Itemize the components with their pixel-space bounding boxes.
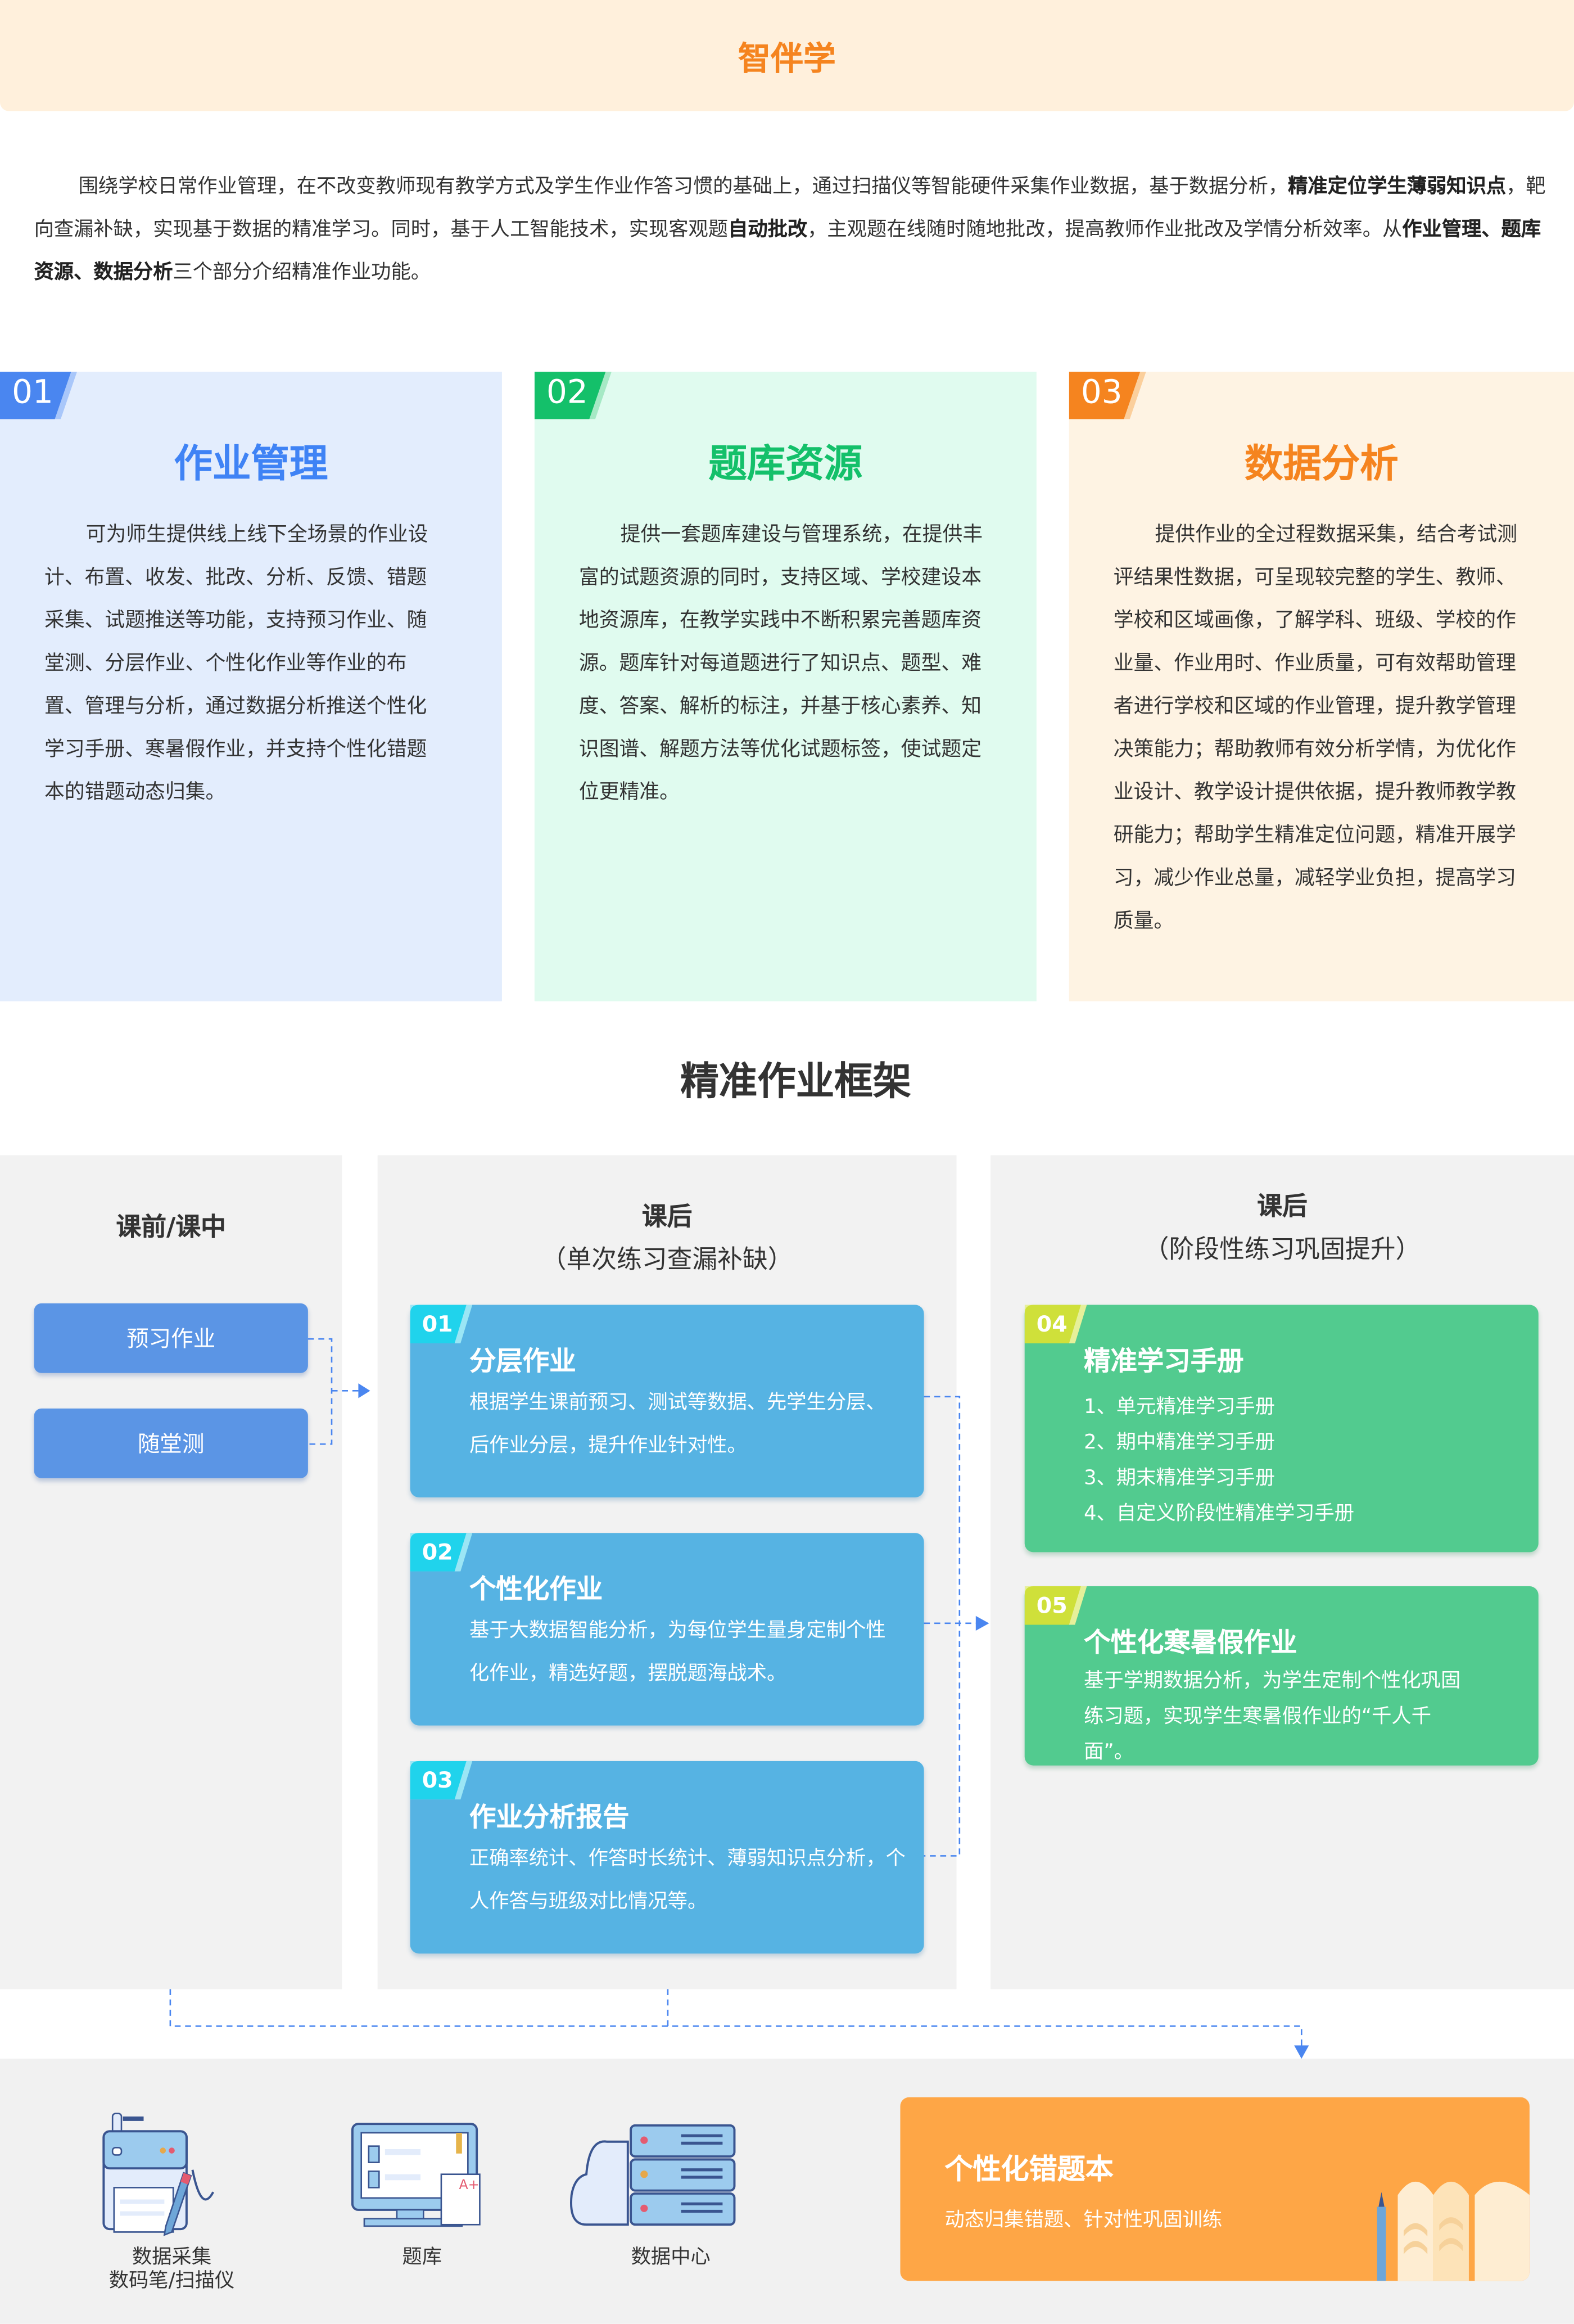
number-badge: 01 xyxy=(0,372,77,419)
badge-number: 01 xyxy=(422,1311,453,1338)
intro-highlight: 精准定位学生薄弱知识点 xyxy=(1288,176,1507,198)
icon-label: 数据采集 xyxy=(132,2246,212,2269)
card-title: 个性化错题本 xyxy=(944,2153,1114,2186)
card-title: 分层作业 xyxy=(469,1346,576,1378)
badge-number: 01 xyxy=(12,374,53,412)
card-body: 可为师生提供线上线下全场景的作业设计、布置、收发、批改、分析、反馈、错题采集、试… xyxy=(44,522,428,805)
handbook-item: 4、自定义阶段性精准学习手册 xyxy=(1084,1503,1355,1526)
icon-sublabel: 数码笔/扫描仪 xyxy=(108,2270,235,2293)
card-title: 个性化寒暑假作业 xyxy=(1084,1627,1297,1659)
feature-card-data-analysis: 03 数据分析 提供作业的全过程数据采集，结合考试测评结果性数据，可呈现较完整的… xyxy=(1069,372,1574,1001)
card-body: 基于学期数据分析，为学生定制个性化巩固练习题，实现学生寒暑假作业的“千人千面”。 xyxy=(1084,1671,1461,1765)
personalized-homework-card: 02 个性化作业 基于大数据智能分析，为每位学生量身定制个性化作业，精选好题，摆… xyxy=(410,1533,924,1726)
data-center-label: 数据中心 xyxy=(631,2246,711,2269)
badge-number: 03 xyxy=(1080,374,1123,412)
feature-card-homework: 01 作业管理 可为师生提供线上线下全场景的作业设计、布置、收发、批改、分析、反… xyxy=(0,372,502,1001)
intro-text: 三个部分介绍精准作业功能。 xyxy=(173,262,431,285)
homework-report-card: 03 作业分析报告 正确率统计、作答时长统计、薄弱知识点分析，个人作答与班级对比… xyxy=(410,1761,924,1954)
number-badge: 03 xyxy=(410,1761,473,1800)
question-bank-label: 题库 xyxy=(402,2246,442,2269)
layered-homework-card: 01 分层作业 根据学生课前预习、测试等数据、先学生分层、后作业分层，提升作业针… xyxy=(410,1305,924,1497)
page-header: 智伴学 xyxy=(0,0,1574,111)
intro-highlight: 作业管理、题库资源、数据分析 xyxy=(34,219,1541,285)
card-title: 个性化作业 xyxy=(469,1574,603,1606)
badge-number: 02 xyxy=(546,374,588,412)
column-after-class-stage: 课后 （阶段性练习巩固提升） xyxy=(990,1155,1574,1989)
study-handbook-card: 04 精准学习手册 1、单元精准学习手册 2、期中精准学习手册 3、期末精准学习… xyxy=(1024,1305,1539,1553)
feature-card-question-bank: 02 题库资源 提供一套题库建设与管理系统，在提供丰富的试题资源的同时，支持区域… xyxy=(534,372,1037,1001)
svg-text:A+: A+ xyxy=(459,2177,480,2192)
card-subtitle: 动态归集错题、针对性巩固训练 xyxy=(944,2209,1223,2232)
error-notebook-card: 个性化错题本 动态归集错题、针对性巩固训练 xyxy=(900,2097,1530,2281)
card-body: 根据学生课前预习、测试等数据、先学生分层、后作业分层，提升作业针对性。 xyxy=(469,1392,886,1457)
card-body: 正确率统计、作答时长统计、薄弱知识点分析，个人作答与班级对比情况等。 xyxy=(469,1848,906,1914)
column-title: 课后 xyxy=(1257,1192,1308,1222)
card-title: 数据分析 xyxy=(1244,443,1399,488)
badge-number: 05 xyxy=(1036,1592,1068,1619)
badge-number: 02 xyxy=(422,1538,453,1566)
page-title: 智伴学 xyxy=(738,40,836,78)
column-subtitle: （单次练习查漏补缺） xyxy=(541,1246,793,1275)
intro-text: ，靶向查漏补缺，实现基于数据的精准学习。同时，基于人工智能技术，实现客观题 xyxy=(34,176,1546,242)
data-center-icon xyxy=(570,2124,736,2226)
intro-paragraph: 围绕学校日常作业管理，在不改变教师现有教学方式及学生作业作答习惯的基础上，通过扫… xyxy=(34,166,1552,295)
handbook-item: 2、期中精准学习手册 xyxy=(1084,1432,1275,1455)
card-body: 提供作业的全过程数据采集，结合考试测评结果性数据，可呈现较完整的学生、教师、学校… xyxy=(1113,522,1518,933)
card-body: 基于大数据智能分析，为每位学生量身定制个性化作业，精选好题，摆脱题海战术。 xyxy=(469,1620,886,1686)
question-bank-icon: A+ xyxy=(351,2123,481,2227)
card-title: 精准学习手册 xyxy=(1084,1346,1244,1378)
card-title: 作业分析报告 xyxy=(469,1802,630,1834)
column-title: 课前/课中 xyxy=(116,1213,226,1243)
handbook-item: 1、单元精准学习手册 xyxy=(1084,1396,1275,1419)
column-subtitle: （阶段性练习巩固提升） xyxy=(1143,1235,1421,1265)
scanner-pen-icon xyxy=(102,2113,215,2236)
number-badge: 01 xyxy=(410,1305,473,1344)
number-badge: 02 xyxy=(410,1533,473,1572)
handbook-item: 3、期末精准学习手册 xyxy=(1084,1468,1275,1490)
card-title: 作业管理 xyxy=(174,443,328,488)
in-class-test-button[interactable]: 随堂测 xyxy=(34,1408,308,1478)
intro-highlight: 自动批改 xyxy=(728,219,808,242)
preview-homework-button[interactable]: 预习作业 xyxy=(34,1303,308,1373)
number-badge: 03 xyxy=(1069,372,1146,419)
card-title: 题库资源 xyxy=(708,443,863,488)
number-badge: 04 xyxy=(1024,1305,1087,1344)
intro-text: 围绕学校日常作业管理，在不改变教师现有教学方式及学生作业作答习惯的基础上，通过扫… xyxy=(78,176,1288,198)
vacation-homework-card: 05 个性化寒暑假作业 基于学期数据分析，为学生定制个性化巩固练习题，实现学生寒… xyxy=(1024,1586,1539,1766)
card-body: 提供一套题库建设与管理系统，在提供丰富的试题资源的同时，支持区域、学校建设本地资… xyxy=(578,522,983,805)
number-badge: 02 xyxy=(534,372,612,419)
book-pencil-icon xyxy=(1377,2181,1530,2281)
number-badge: 05 xyxy=(1024,1586,1087,1625)
column-title: 课后 xyxy=(641,1202,693,1233)
data-collection-label: 数据采集数码笔/扫描仪 xyxy=(68,2247,275,2294)
column-pre-class: 课前/课中 xyxy=(0,1155,342,1989)
framework-title: 精准作业框架 xyxy=(680,1060,912,1105)
badge-number: 03 xyxy=(422,1767,453,1794)
badge-number: 04 xyxy=(1036,1311,1068,1338)
intro-text: ，主观题在线随时随地批改，提高教师作业批改及学情分析效率。从 xyxy=(807,219,1403,242)
